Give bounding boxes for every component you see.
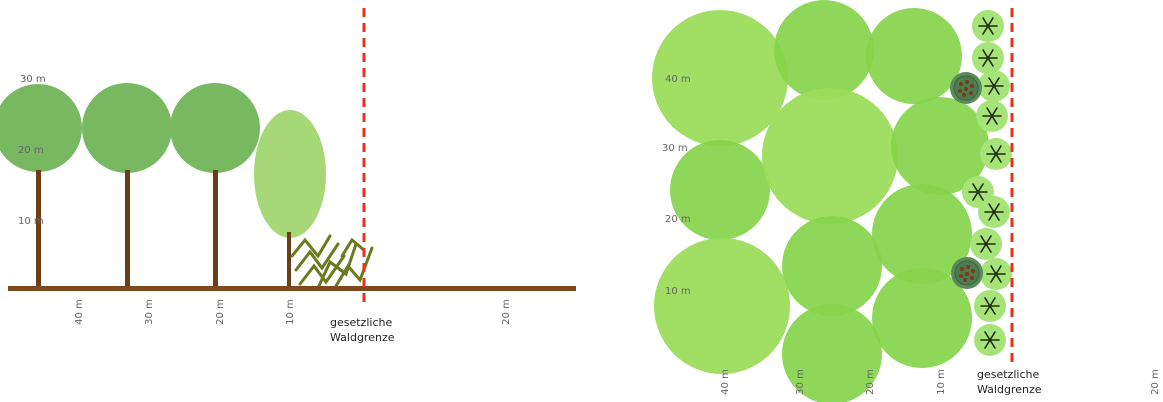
distance-label: 20 m [501,299,512,325]
distance-label: 30 m [795,369,806,395]
asterisk-icon [984,203,1004,221]
asterisk-icon [968,183,988,201]
asterisk-icon [980,297,1000,315]
top-view: 40 m 30 m 20 m 10 m 40 m 30 m 20 m 10 m … [652,0,1161,402]
height-label: 10 m [18,216,44,227]
height-label: 20 m [18,145,44,156]
asterisk-icon [986,145,1006,163]
distance-label: 10 m [936,369,947,395]
distance-label: 20 m [215,299,226,325]
young-tree-crown [254,110,326,238]
shrub-symbols [968,17,1006,349]
asterisk-icon [984,77,1004,95]
tree-trunk [213,170,218,290]
row-label: 10 m [665,286,691,297]
canopy [652,10,788,146]
asterisk-icon [978,17,998,35]
distance-label: 40 m [720,369,731,395]
canopy [782,304,882,402]
tree-crown [0,84,82,172]
tree-trunk [125,170,130,290]
boundary-label: Waldgrenze [330,331,395,344]
shrub-icon [290,234,374,290]
canopy [872,184,972,284]
canopy [774,0,874,100]
side-view: 30 m 20 m 10 m 40 m 30 m 20 m 10 m 20 m … [0,8,576,344]
row-label: 20 m [665,214,691,225]
boundary-label: gesetzliche [330,316,392,329]
distance-label: 10 m [285,299,296,325]
asterisk-icon [976,235,996,253]
distance-label: 20 m [1150,369,1161,395]
ground-line [8,286,576,291]
canopy [891,97,989,195]
distance-label: 40 m [74,299,85,325]
canopy [866,8,962,104]
dotted-tree-icon [950,72,982,104]
canopy [670,140,770,240]
row-label: 30 m [662,143,688,154]
row-label: 40 m [665,74,691,85]
distance-label: 30 m [144,299,155,325]
tree-trunk [36,170,41,290]
height-label: 30 m [20,74,46,85]
canopy [762,88,898,224]
canopy [872,268,972,368]
asterisk-icon [980,331,1000,349]
tree-crown [170,83,260,173]
canopy [782,216,882,316]
asterisk-icon [982,107,1002,125]
asterisk-icon [978,49,998,67]
canopy [654,238,790,374]
distance-label: 20 m [865,369,876,395]
tree-trunk [287,232,291,290]
dotted-tree-icon [951,257,983,289]
tree-crown [82,83,172,173]
boundary-label: gesetzliche [977,368,1039,381]
boundary-label: Waldgrenze [977,383,1042,396]
asterisk-icon [986,265,1006,283]
